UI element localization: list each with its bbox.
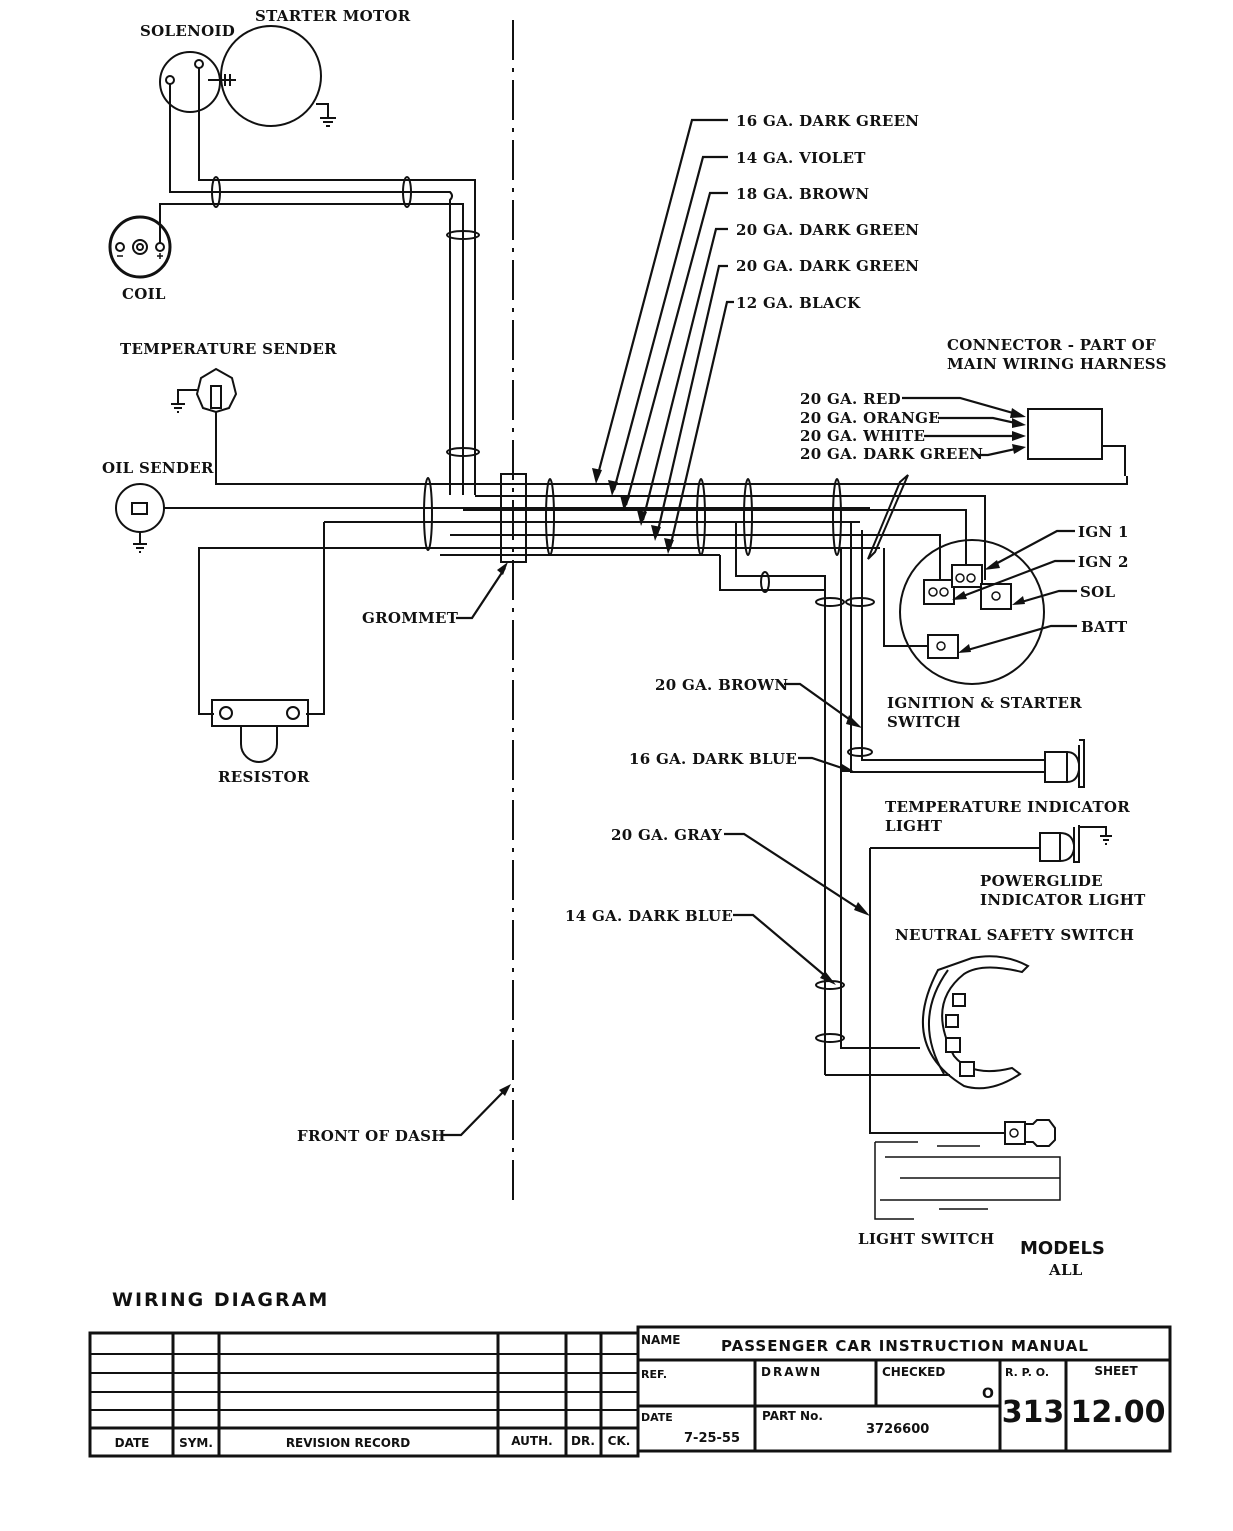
solenoid-label: SOLENOID	[140, 22, 235, 40]
checked-label: CHECKED	[882, 1365, 945, 1379]
rev-header-dr: DR.	[571, 1434, 595, 1448]
lower-wire-label: 16 GA. DARK BLUE	[629, 750, 797, 768]
rev-header-revision-record: REVISION RECORD	[286, 1436, 410, 1450]
ref-label: REF.	[641, 1368, 667, 1381]
grommet-label: GROMMET	[362, 609, 459, 627]
diagram-title: WIRING DIAGRAM	[112, 1289, 329, 1311]
rev-header-ck: CK.	[608, 1434, 631, 1448]
temp-light-label-line1: TEMPERATURE INDICATOR	[885, 798, 1130, 816]
light-switch-label: LIGHT SWITCH	[858, 1230, 995, 1248]
batt-label: BATT	[1081, 618, 1128, 636]
starter-motor	[220, 25, 336, 127]
rpo-value: 313	[1002, 1395, 1065, 1430]
ignition-arrows	[952, 529, 1077, 653]
sheet-label: SHEET	[1094, 1364, 1138, 1378]
ign2-label: IGN 2	[1078, 553, 1129, 571]
rev-header-auth: AUTH.	[511, 1434, 552, 1448]
sol-label: SOL	[1080, 583, 1115, 601]
harness-wire-label: 18 GA. BROWN	[736, 185, 869, 203]
harness-wire-label: 16 GA. DARK GREEN	[736, 112, 919, 130]
rpo-label: R. P. O.	[1005, 1366, 1049, 1379]
models-label: MODELS	[1020, 1238, 1105, 1259]
name-label: NAME	[641, 1333, 680, 1347]
drawn-label: DRAWN	[761, 1365, 822, 1379]
ignition-switch-label-line2: SWITCH	[887, 713, 961, 731]
starter-motor-label: STARTER MOTOR	[255, 7, 411, 25]
resistor-label: RESISTOR	[218, 768, 310, 786]
lower-wire-arrows	[724, 682, 870, 985]
resistor	[211, 699, 309, 763]
connector-wire-label: 20 GA. RED	[800, 390, 901, 408]
checked-value: O	[982, 1386, 994, 1402]
neutral-safety-switch	[921, 955, 1030, 1090]
harness-wire-label: 14 GA. VIOLET	[736, 149, 866, 167]
temperature-indicator-light	[1044, 739, 1085, 788]
harness-leaders	[592, 118, 734, 554]
oil-sender	[115, 483, 165, 553]
light-switch	[874, 1119, 1061, 1220]
connector-arrows	[902, 396, 1026, 457]
grommet	[500, 473, 527, 563]
lower-wire-label: 20 GA. GRAY	[611, 826, 722, 844]
part-value: 3726600	[866, 1422, 929, 1437]
connector-wire-label: 20 GA. DARK GREEN	[800, 445, 983, 463]
ignition-starter-switch	[883, 539, 1045, 685]
date-label: DATE	[641, 1411, 673, 1424]
temp-light-label-line2: LIGHT	[885, 817, 943, 835]
powerglide-label-line1: POWERGLIDE	[980, 872, 1103, 890]
part-label: PART No.	[762, 1409, 823, 1423]
lower-wire-label: 14 GA. DARK BLUE	[565, 907, 733, 925]
ign1-label: IGN 1	[1078, 523, 1129, 541]
ignition-switch-label-line1: IGNITION & STARTER	[887, 694, 1082, 712]
connector-label-line1: CONNECTOR - PART OF	[947, 336, 1156, 354]
oil-sender-label: OIL SENDER	[102, 459, 214, 477]
temperature-sender	[171, 367, 238, 414]
harness-connector	[1027, 408, 1103, 460]
coil	[108, 215, 172, 279]
neutral-safety-switch-label: NEUTRAL SAFETY SWITCH	[895, 926, 1134, 944]
rev-header-date: DATE	[115, 1436, 150, 1450]
date-value: 7-25-55	[684, 1431, 740, 1446]
sheet-value: 12.00	[1071, 1395, 1166, 1430]
temperature-sender-label: TEMPERATURE SENDER	[120, 340, 337, 358]
connector-label-line2: MAIN WIRING HARNESS	[947, 355, 1167, 373]
front-of-dash-label: FRONT OF DASH	[297, 1127, 446, 1145]
title-block	[88, 1325, 1172, 1458]
models-value: ALL	[1048, 1261, 1083, 1279]
lower-wire-label: 20 GA. BROWN	[655, 676, 788, 694]
connector-wire-label: 20 GA. WHITE	[800, 427, 925, 445]
name-value: PASSENGER CAR INSTRUCTION MANUAL	[721, 1337, 1089, 1355]
powerglide-indicator-light	[1039, 825, 1112, 863]
harness-wire-label: 20 GA. DARK GREEN	[736, 221, 919, 239]
powerglide-label-line2: INDICATOR LIGHT	[980, 891, 1146, 909]
rev-header-sym: SYM.	[179, 1436, 213, 1450]
coil-label: COIL	[122, 285, 166, 303]
harness-wire-label: 20 GA. DARK GREEN	[736, 257, 919, 275]
connector-wire-label: 20 GA. ORANGE	[800, 409, 940, 427]
harness-wire-label: 12 GA. BLACK	[736, 294, 861, 312]
